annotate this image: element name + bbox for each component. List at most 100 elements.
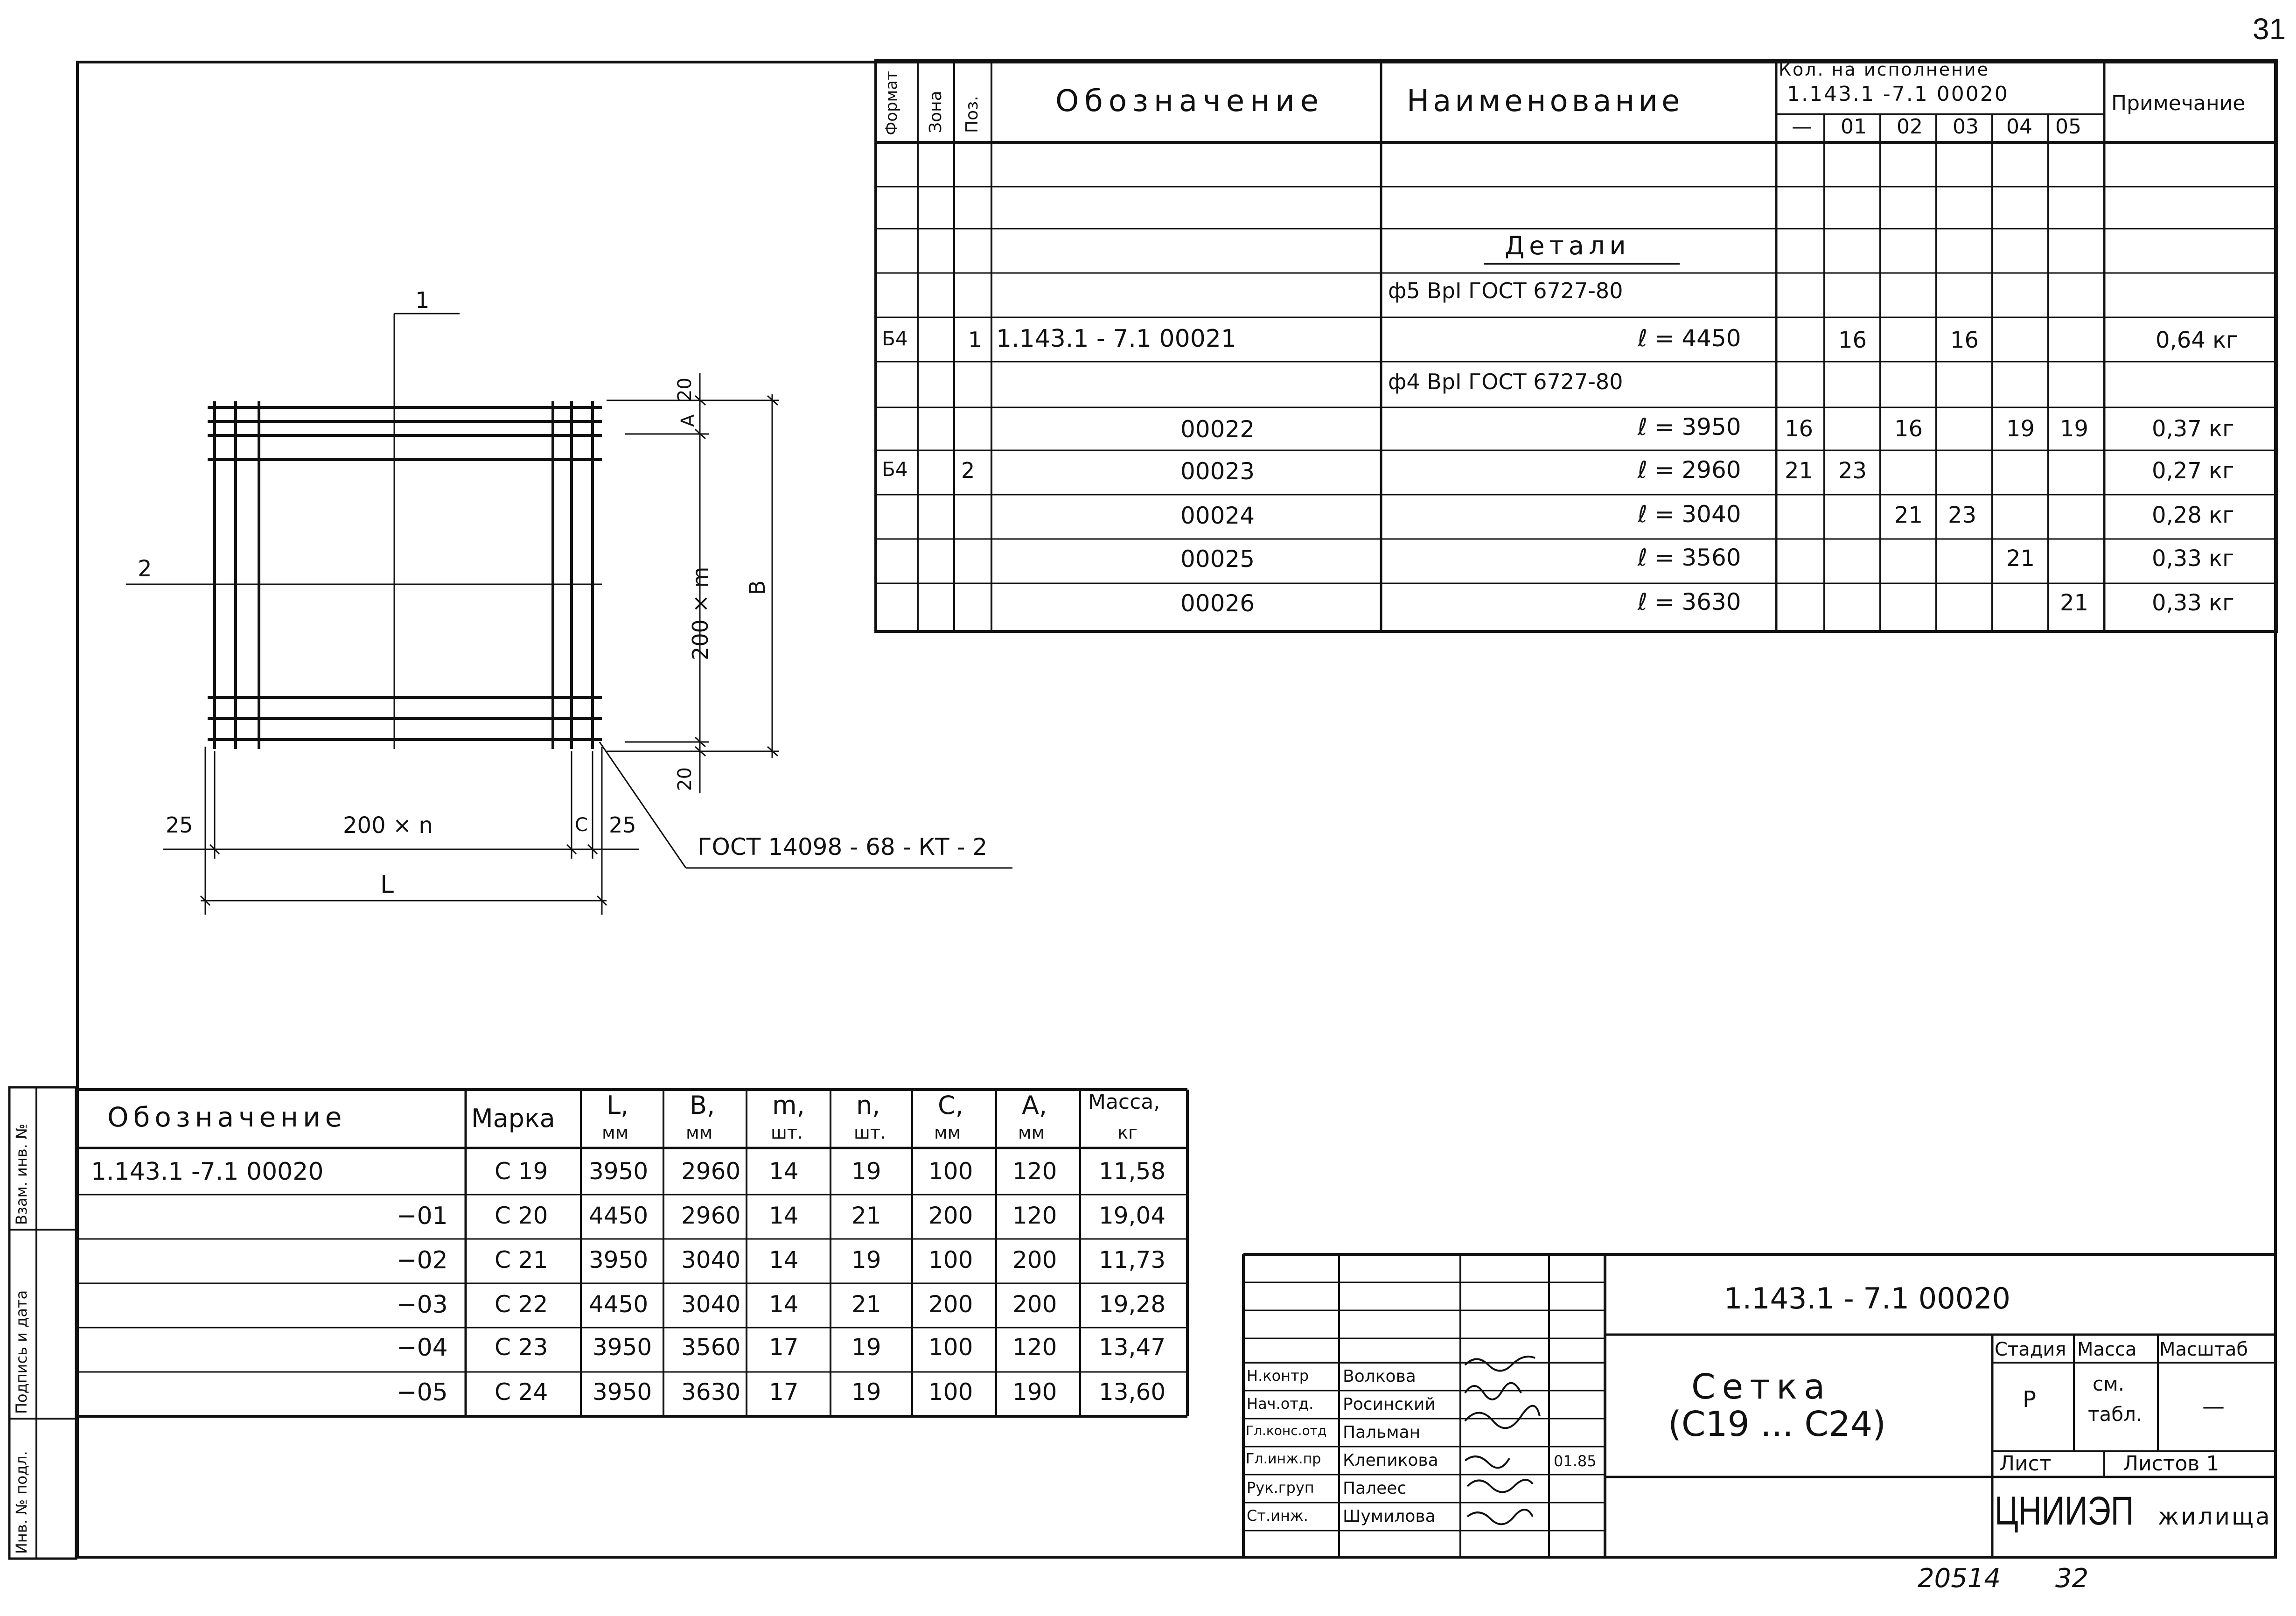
scale-value: — — [2202, 1393, 2225, 1420]
row-length: ℓ = 3950 — [1638, 413, 1741, 441]
marks-cell-mass: 13,47 — [1099, 1334, 1166, 1361]
header-zone: Зона — [926, 91, 945, 133]
signer-name: Шумилова — [1343, 1507, 1436, 1526]
marks-cell-b: 3040 — [681, 1246, 741, 1273]
doc-code: 1.143.1 - 7.1 00020 — [1724, 1281, 2010, 1315]
row-note: 0,28 кг — [2152, 502, 2234, 528]
marks-cell-m: 14 — [769, 1291, 799, 1318]
marks-header-mass: Масса, — [1088, 1090, 1160, 1114]
org-logo: ЦНИИЭП — [1995, 1489, 2134, 1533]
marks-header-unit: мм — [934, 1122, 961, 1143]
marks-cell-c: 100 — [928, 1334, 973, 1361]
row-format: Б4 — [882, 458, 908, 481]
marks-cell-mark: С 24 — [495, 1378, 548, 1406]
marks-header-unit: мм — [602, 1122, 629, 1143]
dim-l: L — [380, 871, 394, 899]
marks-cell-n: 21 — [851, 1291, 881, 1318]
marks-cell-mark: С 19 — [495, 1158, 548, 1185]
row-qty: 21 — [2006, 546, 2035, 572]
dim-c: C — [575, 814, 588, 836]
signer-role: Н.контр — [1247, 1367, 1309, 1385]
header-qty-code: 1.143.1 -7.1 00020 — [1787, 82, 2009, 106]
marks-cell-a: 200 — [1012, 1291, 1057, 1318]
dim-200n: 200 × n — [343, 812, 433, 839]
row-qty: 23 — [1838, 458, 1867, 484]
marks-cell-mark: С 20 — [495, 1202, 548, 1229]
dim-20-bottom: 20 — [674, 767, 696, 791]
row-designation: 00022 — [1180, 416, 1255, 443]
marks-header-mark: Марка — [471, 1104, 555, 1133]
row-note: 0,37 кг — [2152, 416, 2234, 442]
row-qty: 16 — [1894, 416, 1923, 442]
dim-b: B — [745, 580, 770, 595]
marks-header-designation: Обозначение — [107, 1101, 347, 1133]
weld-note: ГОСТ 14098 - 68 - КТ - 2 — [698, 833, 988, 860]
mass-value: см. — [2093, 1372, 2125, 1395]
marks-cell-l: 4450 — [589, 1202, 649, 1229]
stamp-vzam: Взам. инв. № — [13, 1123, 30, 1225]
signer-name: Палеес — [1343, 1479, 1407, 1498]
variant-header: 02 — [1897, 115, 1923, 139]
marks-cell-l: 3950 — [589, 1246, 649, 1273]
row-qty: 16 — [1838, 327, 1867, 353]
sheets-label: Листов 1 — [2123, 1452, 2219, 1476]
mass-label: Масса — [2077, 1339, 2137, 1360]
marks-cell-c: 200 — [928, 1291, 973, 1318]
dim-a: A — [677, 414, 699, 427]
section-label-1: 1 — [415, 287, 430, 314]
scale-label: Масштаб — [2159, 1339, 2248, 1360]
signer-date: 01.85 — [1554, 1452, 1597, 1470]
marks-cell-m: 14 — [769, 1202, 799, 1229]
marks-cell-mass: 13,60 — [1099, 1378, 1166, 1406]
org-name: жилища — [2158, 1503, 2272, 1530]
section-label-2: 2 — [138, 556, 152, 582]
archive-page: 32 — [2055, 1563, 2089, 1594]
marks-cell-a: 120 — [1012, 1158, 1057, 1185]
marks-cell-n: 19 — [851, 1334, 881, 1361]
row-designation: 00025 — [1180, 546, 1255, 573]
signer-role: Рук.груп — [1247, 1479, 1314, 1497]
row-length: ℓ = 2960 — [1638, 456, 1741, 483]
row-qty: 16 — [1785, 416, 1814, 442]
marks-cell-c: 100 — [928, 1378, 973, 1406]
marks-header-b: B, — [690, 1091, 715, 1120]
material-f5: ф5 BpI ГОСТ 6727-80 — [1388, 278, 1623, 303]
marks-cell-b: 2960 — [681, 1158, 741, 1185]
marks-cell-n: 19 — [851, 1158, 881, 1185]
marks-cell-designation: −02 — [397, 1246, 448, 1274]
marks-cell-l: 3950 — [593, 1378, 652, 1406]
marks-cell-a: 120 — [1012, 1202, 1057, 1229]
marks-cell-designation: −05 — [397, 1378, 448, 1406]
row-designation: 1.143.1 - 7.1 00021 — [996, 325, 1236, 353]
signer-name: Пальман — [1343, 1423, 1421, 1442]
row-designation: 00023 — [1180, 458, 1255, 485]
row-note: 0,33 кг — [2152, 590, 2234, 616]
header-qty-title: Кол. на исполнение — [1779, 59, 1989, 80]
marks-cell-designation: 1.143.1 -7.1 00020 — [91, 1158, 324, 1186]
row-pos: 1 — [968, 327, 982, 352]
stamp-inv-podl: Инв. № подл. — [13, 1451, 30, 1554]
marks-cell-mark: С 21 — [495, 1246, 548, 1273]
signer-name: Клепикова — [1343, 1451, 1438, 1470]
marks-cell-a: 120 — [1012, 1334, 1057, 1361]
section-details: Детали — [1505, 231, 1631, 260]
row-qty: 21 — [1894, 502, 1923, 528]
marks-cell-l: 4450 — [589, 1291, 649, 1318]
variant-header: — — [1792, 115, 1812, 139]
dim-25-right: 25 — [609, 812, 636, 838]
marks-cell-l: 3950 — [589, 1158, 649, 1185]
marks-cell-mark: С 23 — [495, 1334, 548, 1361]
row-note: 0,64 кг — [2156, 327, 2238, 353]
marks-cell-mass: 19,04 — [1099, 1202, 1166, 1229]
marks-header-unit: шт. — [771, 1122, 803, 1143]
marks-header-unit: мм — [686, 1122, 713, 1143]
sheet-number: 31 — [2253, 12, 2286, 46]
marks-cell-b: 3560 — [681, 1334, 741, 1361]
dim-25-left: 25 — [166, 812, 193, 838]
signer-role: Нач.отд. — [1247, 1395, 1314, 1413]
doc-title: Сетка — [1691, 1367, 1832, 1407]
row-length: ℓ = 3040 — [1638, 501, 1741, 528]
row-qty: 19 — [2060, 416, 2089, 442]
marks-cell-n: 19 — [851, 1246, 881, 1273]
